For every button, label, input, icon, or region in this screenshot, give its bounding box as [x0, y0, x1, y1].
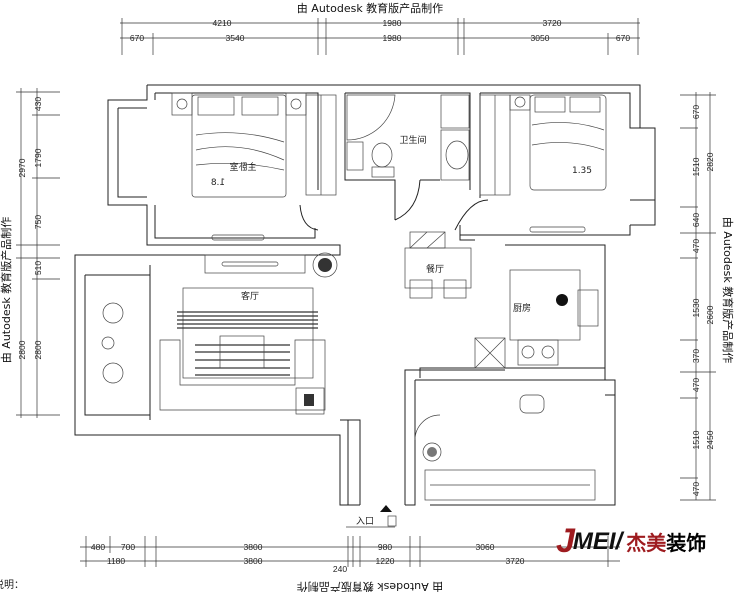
- dim-right-7: 470: [691, 378, 701, 392]
- coffee-table: [219, 335, 265, 369]
- dim-left-1: 2970: [17, 158, 27, 177]
- dining-table: [404, 247, 472, 289]
- dim-right-11: 2600: [705, 305, 715, 324]
- watermark-bottom: 由 Autodesk 教育版产品制作: [297, 580, 443, 592]
- dim-right-2: 1510: [691, 157, 701, 176]
- sofa: [159, 339, 326, 411]
- dim-top-5: 3540: [226, 33, 245, 43]
- dim-right-3: 640: [691, 213, 701, 227]
- kitchen: 厨房: [474, 269, 599, 369]
- entrance-label: 入口: [356, 516, 374, 527]
- dim-bottom-3: 3800: [244, 542, 263, 552]
- second-bedroom: 1.35: [479, 94, 607, 233]
- dim-top-1: 4210: [213, 18, 232, 28]
- bed-size-second: 1.35: [572, 166, 592, 176]
- dim-left-3: 430: [33, 97, 43, 111]
- plant-icon: [312, 252, 338, 278]
- shower: [346, 94, 396, 141]
- dim-top-2: 1980: [383, 18, 402, 28]
- bathroom: 卫生间: [346, 94, 470, 181]
- entrance: 入口: [346, 505, 397, 528]
- room-label-bathroom: 卫生间: [399, 134, 426, 146]
- left-dimensions: 2970 2800 430 1790 750 510 2800: [16, 88, 60, 418]
- watermark-right: 由 Autodesk 教育版产品制作: [721, 217, 735, 363]
- room-label-dining: 餐厅: [426, 263, 444, 275]
- dim-bottom-9: 1220: [376, 556, 395, 566]
- dim-left-4: 1790: [33, 148, 43, 167]
- dim-bottom-2: 700: [121, 542, 135, 552]
- dim-right-4: 470: [691, 239, 701, 253]
- stove: [517, 339, 559, 366]
- dim-top-3: 3720: [543, 18, 562, 28]
- dining-area: 餐厅: [312, 231, 472, 299]
- dim-right-9: 470: [691, 482, 701, 496]
- utility-room: [414, 394, 596, 501]
- notes-label: 说明：: [0, 580, 24, 591]
- right-dimensions: 670 1510 640 470 1530 370 470 1510 470 2…: [680, 92, 716, 501]
- room-label-master-bedroom: 主卧室: [229, 161, 256, 173]
- dim-bottom-1: 480: [91, 542, 105, 552]
- dim-right-5: 1530: [691, 298, 701, 317]
- bottom-dimensions: 480 700 3800 980 3060 1180 3800 240 1220…: [80, 536, 620, 574]
- dim-bottom-5: 3060: [476, 542, 495, 552]
- walls: [74, 84, 656, 506]
- sink: [445, 140, 469, 170]
- watermark-top: 由 Autodesk 教育版产品制作: [297, 1, 443, 15]
- toilet: [371, 142, 393, 168]
- dim-top-8: 670: [616, 33, 630, 43]
- nightstand: [171, 92, 193, 116]
- logo-chinese: 杰美装饰: [626, 527, 706, 556]
- double-bed: [191, 94, 287, 198]
- room-label-living: 客厅: [241, 290, 259, 302]
- logo-chinese-red: 杰美: [626, 531, 667, 555]
- dim-bottom-6: 1180: [107, 556, 126, 566]
- armchair: [102, 302, 124, 324]
- kitchen-sink: [577, 289, 599, 327]
- master-bedroom: 主卧室 1.8: [171, 92, 337, 274]
- dim-bottom-10: 3720: [506, 556, 525, 566]
- dim-right-12: 2450: [705, 430, 715, 449]
- dim-top-6: 1980: [383, 33, 402, 43]
- dim-right-10: 2820: [705, 152, 715, 171]
- logo-chinese-black: 装饰: [666, 531, 707, 555]
- dim-top-4: 670: [130, 33, 144, 43]
- room-label-kitchen: 厨房: [513, 302, 531, 314]
- storage-cabinet: [424, 469, 596, 501]
- dim-bottom-7: 3800: [244, 556, 263, 566]
- dim-right-8: 1510: [691, 430, 701, 449]
- dim-right-1: 670: [691, 105, 701, 119]
- entrance-arrow-icon: [380, 505, 392, 512]
- dim-bottom-8: 240: [333, 564, 347, 574]
- top-dimensions: 4210 1980 3720 670 3540 1980 3050 670: [120, 18, 640, 55]
- dim-left-6: 510: [33, 261, 43, 275]
- single-bed: [529, 94, 607, 191]
- dim-top-7: 3050: [531, 33, 550, 43]
- watermark-left: 由 Autodesk 教育版产品制作: [0, 217, 13, 363]
- nightstand: [285, 92, 307, 116]
- dim-left-5: 750: [33, 215, 43, 229]
- dim-right-6: 370: [691, 349, 701, 363]
- living-room: 客厅: [101, 287, 326, 415]
- dim-bottom-4: 980: [378, 542, 392, 552]
- armchair: [102, 362, 124, 384]
- dim-left-2: 2800: [17, 340, 27, 359]
- dim-left-7: 2800: [33, 340, 43, 359]
- logo-latin: MEI/: [572, 527, 623, 555]
- bed-size-master: 1.8: [211, 178, 226, 188]
- logo-j: J: [556, 522, 575, 560]
